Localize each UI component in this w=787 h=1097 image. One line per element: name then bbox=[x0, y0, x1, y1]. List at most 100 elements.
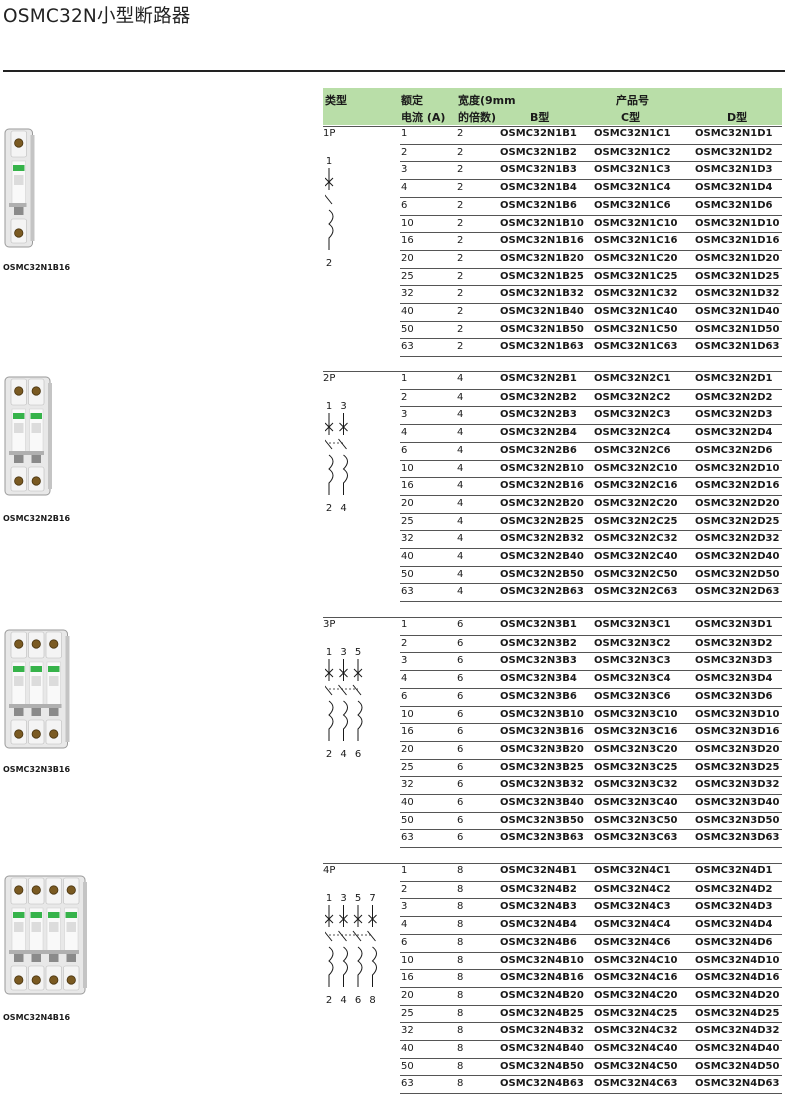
b-type-code: OSMC32N4B40 bbox=[500, 1043, 584, 1054]
rated-current-cell: 6 bbox=[401, 936, 408, 948]
rated-current-cell: 40 bbox=[401, 797, 414, 808]
product-image-label: OSMC32N3B16 bbox=[3, 765, 71, 774]
d-type-code: OSMC32N1D6 bbox=[695, 199, 773, 211]
rated-current-cell: 4 bbox=[401, 427, 408, 439]
rated-current-cell: 16 bbox=[401, 480, 414, 492]
rated-current-cell: 1 bbox=[401, 373, 408, 384]
d-type-code: OSMC32N1D4 bbox=[695, 182, 773, 194]
width-cell: 8 bbox=[457, 954, 464, 966]
rated-current-cell: 63 bbox=[401, 832, 414, 844]
c-type-code: OSMC32N2C50 bbox=[594, 568, 678, 580]
title-rule bbox=[3, 70, 785, 72]
width-cell: 2 bbox=[457, 128, 464, 139]
width-cell: 8 bbox=[457, 1043, 464, 1054]
width-cell: 4 bbox=[457, 391, 464, 403]
c-type-code: OSMC32N1C10 bbox=[594, 217, 678, 229]
c-type-code: OSMC32N3C40 bbox=[594, 797, 678, 808]
d-type-code: OSMC32N3D4 bbox=[695, 673, 773, 685]
rated-current-cell: 32 bbox=[401, 1025, 414, 1037]
pole-contact-symbol bbox=[325, 659, 334, 741]
rated-current-cell: 1 bbox=[401, 619, 408, 630]
width-cell: 4 bbox=[457, 533, 464, 545]
b-type-code: OSMC32N1B4 bbox=[500, 182, 577, 194]
terminal-top-label: 1 bbox=[326, 893, 332, 904]
width-cell: 8 bbox=[457, 865, 464, 876]
width-cell: 6 bbox=[457, 708, 464, 720]
rated-current-cell: 25 bbox=[401, 761, 414, 773]
b-type-code: OSMC32N4B16 bbox=[500, 972, 584, 984]
b-type-code: OSMC32N4B20 bbox=[500, 989, 584, 1001]
c-type-code: OSMC32N3C63 bbox=[594, 832, 678, 844]
c-type-code: OSMC32N4C20 bbox=[594, 989, 678, 1001]
c-type-code: OSMC32N3C32 bbox=[594, 779, 678, 791]
b-type-code: OSMC32N4B3 bbox=[500, 901, 577, 913]
section-bottom-rule bbox=[400, 1093, 782, 1095]
rated-current-cell: 63 bbox=[401, 586, 414, 598]
width-cell: 2 bbox=[457, 235, 464, 247]
b-type-code: OSMC32N3B16 bbox=[500, 726, 584, 738]
c-type-code: OSMC32N4C4 bbox=[594, 919, 671, 931]
pole-type-label: 2P bbox=[323, 373, 336, 384]
b-type-code: OSMC32N2B6 bbox=[500, 444, 577, 456]
section-bottom-rule bbox=[400, 847, 782, 849]
rated-current-cell: 50 bbox=[401, 1060, 414, 1072]
d-type-code: OSMC32N2D16 bbox=[695, 480, 780, 492]
c-type-code: OSMC32N3C3 bbox=[594, 655, 671, 667]
terminal-top-label: 5 bbox=[355, 893, 361, 904]
c-type-code: OSMC32N2C1 bbox=[594, 373, 671, 384]
rated-current-cell: 40 bbox=[401, 306, 414, 317]
c-type-code: OSMC32N1C6 bbox=[594, 199, 671, 211]
b-type-code: OSMC32N3B20 bbox=[500, 743, 584, 755]
d-type-code: OSMC32N2D50 bbox=[695, 568, 780, 580]
c-type-code: OSMC32N1C2 bbox=[594, 146, 671, 158]
c-type-code: OSMC32N4C6 bbox=[594, 936, 671, 948]
d-type-code: OSMC32N1D1 bbox=[695, 128, 773, 139]
b-type-code: OSMC32N1B3 bbox=[500, 164, 577, 176]
d-type-code: OSMC32N1D25 bbox=[695, 270, 780, 282]
width-cell: 6 bbox=[457, 673, 464, 685]
d-type-code: OSMC32N2D6 bbox=[695, 444, 773, 456]
rated-current-cell: 50 bbox=[401, 323, 414, 335]
b-type-code: OSMC32N3B4 bbox=[500, 673, 577, 685]
d-type-code: OSMC32N4D2 bbox=[695, 883, 773, 895]
c-type-code: OSMC32N1C20 bbox=[594, 252, 678, 264]
c-type-code: OSMC32N3C1 bbox=[594, 619, 671, 630]
width-cell: 2 bbox=[457, 146, 464, 158]
pole-contact-symbol bbox=[325, 413, 334, 495]
c-type-code: OSMC32N3C25 bbox=[594, 761, 678, 773]
rated-current-cell: 32 bbox=[401, 533, 414, 545]
c-type-code: OSMC32N3C10 bbox=[594, 708, 678, 720]
d-type-code: OSMC32N2D4 bbox=[695, 427, 773, 439]
width-cell: 6 bbox=[457, 726, 464, 738]
d-type-code: OSMC32N4D50 bbox=[695, 1060, 780, 1072]
c-type-code: OSMC32N3C4 bbox=[594, 673, 671, 685]
d-type-code: OSMC32N2D10 bbox=[695, 462, 780, 474]
b-type-code: OSMC32N4B32 bbox=[500, 1025, 584, 1037]
b-type-code: OSMC32N3B25 bbox=[500, 761, 584, 773]
width-cell: 6 bbox=[457, 637, 464, 649]
rated-current-cell: 20 bbox=[401, 989, 414, 1001]
rated-current-cell: 63 bbox=[401, 1078, 414, 1090]
b-type-code: OSMC32N2B63 bbox=[500, 586, 584, 598]
section-top-rule bbox=[323, 126, 782, 127]
b-type-code: OSMC32N1B25 bbox=[500, 270, 584, 282]
rated-current-cell: 10 bbox=[401, 217, 414, 229]
b-type-code: OSMC32N2B20 bbox=[500, 497, 584, 509]
c-type-code: OSMC32N1C4 bbox=[594, 182, 671, 194]
rated-current-cell: 10 bbox=[401, 708, 414, 720]
rated-current-cell: 6 bbox=[401, 444, 408, 456]
b-type-code: OSMC32N1B2 bbox=[500, 146, 577, 158]
c-type-code: OSMC32N1C63 bbox=[594, 341, 678, 353]
